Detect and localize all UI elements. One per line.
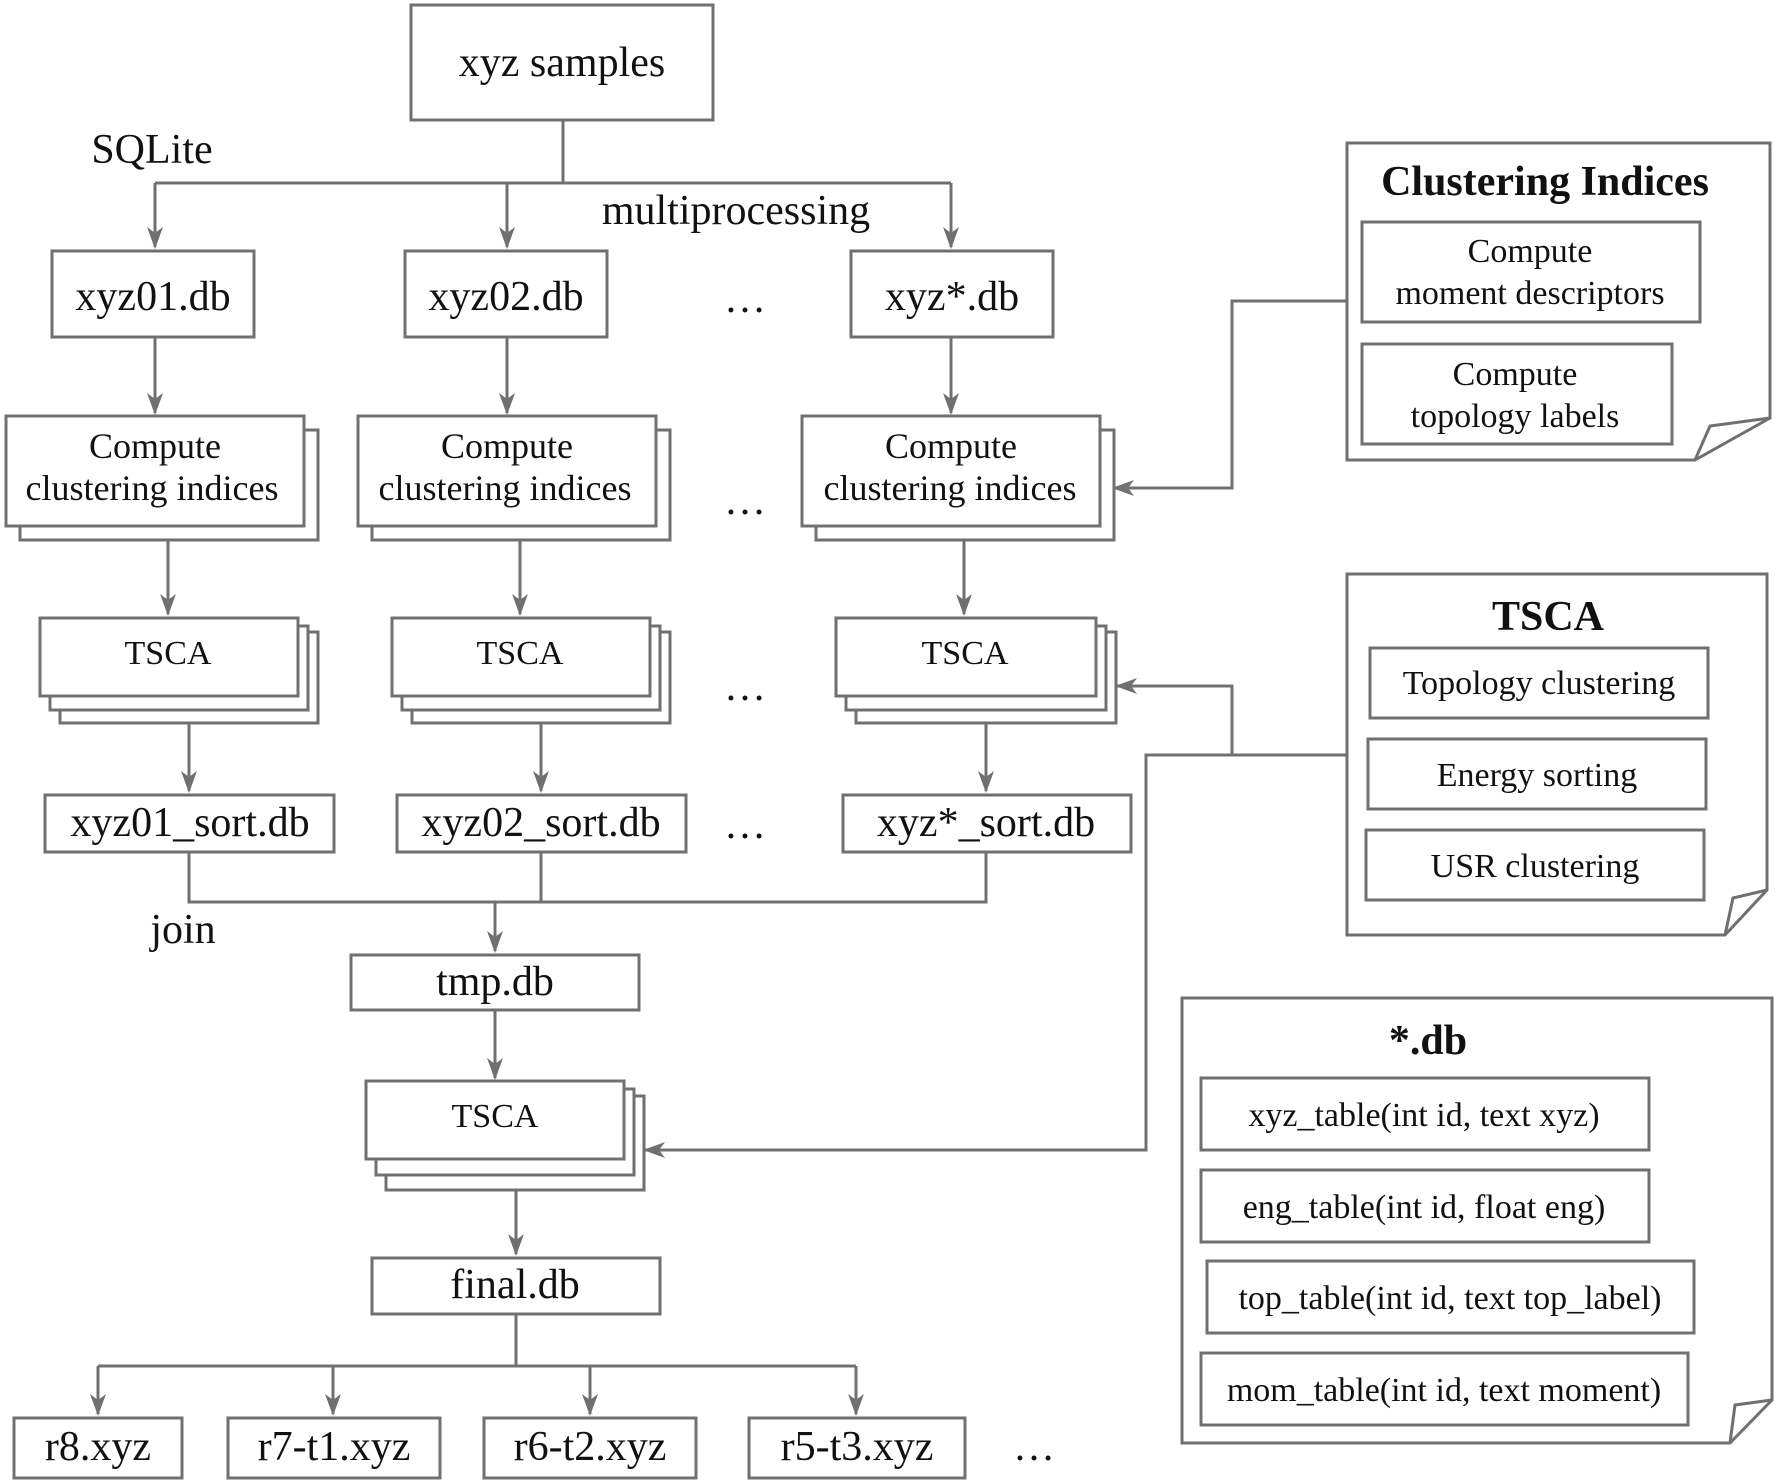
compute-line1-2: Compute (441, 426, 573, 466)
compute-line2-2: clustering indices (379, 468, 632, 508)
output-file-3: r6-t2.xyz (514, 1424, 667, 1470)
tsca-node-2: TSCA (477, 635, 564, 672)
db-node-2: xyz02.db (428, 274, 583, 320)
clustering-item-2-line1: Compute (1453, 356, 1578, 393)
ellipses: … … … … … (724, 276, 1055, 1470)
final-db-node: final.db (370, 1256, 662, 1316)
clustering-note-title: Clustering Indices (1381, 159, 1709, 205)
ellipsis-compute: … (724, 478, 766, 524)
column-1: xyz01.db Compute clustering indices TSCA… (4, 249, 336, 854)
compute-line1-1: Compute (89, 426, 221, 466)
column-2: xyz02.db Compute clustering indices TSCA… (356, 249, 688, 854)
tsca-note-item-1: Topology clustering (1403, 665, 1675, 702)
clustering-indices-note: Clustering Indices Compute moment descri… (1345, 141, 1772, 462)
db-node-1: xyz01.db (75, 274, 230, 320)
ellipsis-db: … (724, 276, 766, 322)
db-schema-note: *.db xyz_table(int id, text xyz) eng_tab… (1180, 996, 1774, 1445)
output-files: r8.xyz r7-t1.xyz r6-t2.xyz r5-t3.xyz (12, 1416, 967, 1480)
clustering-item-2-line2: topology labels (1411, 398, 1620, 435)
tsca-note: TSCA Topology clustering Energy sorting … (1345, 572, 1769, 937)
sort-db-node-1: xyz01_sort.db (70, 800, 309, 846)
clustering-item-1-line1: Compute (1468, 233, 1593, 270)
tsca-node-3: TSCA (922, 635, 1009, 672)
tsca-note-item-3: USR clustering (1431, 848, 1640, 885)
final-tsca-label: TSCA (452, 1098, 539, 1135)
sort-db-node-3: xyz*_sort.db (877, 800, 1095, 846)
ellipsis-sort-db: … (724, 802, 766, 848)
db-note-title: *.db (1389, 1018, 1467, 1064)
column-3: xyz*.db Compute clustering indices TSCA … (800, 249, 1133, 854)
connectors (90, 120, 1347, 1416)
samples-node: xyz samples (409, 3, 715, 122)
ellipsis-tsca: … (724, 664, 766, 710)
tsca-node-1: TSCA (125, 635, 212, 672)
db-note-item-2: eng_table(int id, float eng) (1243, 1189, 1606, 1226)
join-label: join (148, 907, 215, 953)
sqlite-label: SQLite (91, 127, 212, 173)
db-note-item-4: mom_table(int id, text moment) (1227, 1372, 1661, 1409)
clustering-item-1-line2: moment descriptors (1395, 275, 1664, 312)
tmp-db-node: tmp.db (349, 953, 641, 1012)
compute-line2-3: clustering indices (824, 468, 1077, 508)
output-file-4: r5-t3.xyz (781, 1424, 934, 1470)
compute-line2-1: clustering indices (26, 468, 279, 508)
db-note-item-3: top_table(int id, text top_label) (1238, 1280, 1661, 1317)
sort-db-node-2: xyz02_sort.db (421, 800, 660, 846)
multiprocessing-label: multiprocessing (602, 188, 870, 234)
tsca-note-title: TSCA (1492, 594, 1605, 640)
db-node-3: xyz*.db (885, 274, 1019, 320)
tsca-note-item-2: Energy sorting (1437, 757, 1638, 794)
output-file-2: r7-t1.xyz (258, 1424, 411, 1470)
tmp-db-label: tmp.db (436, 959, 554, 1005)
compute-line1-3: Compute (885, 426, 1017, 466)
db-note-item-1: xyz_table(int id, text xyz) (1248, 1097, 1599, 1134)
samples-label: xyz samples (459, 40, 665, 86)
ellipsis-outputs: … (1013, 1424, 1055, 1470)
output-file-1: r8.xyz (45, 1424, 151, 1470)
final-db-label: final.db (450, 1262, 579, 1308)
final-tsca-node: TSCA (364, 1079, 646, 1192)
